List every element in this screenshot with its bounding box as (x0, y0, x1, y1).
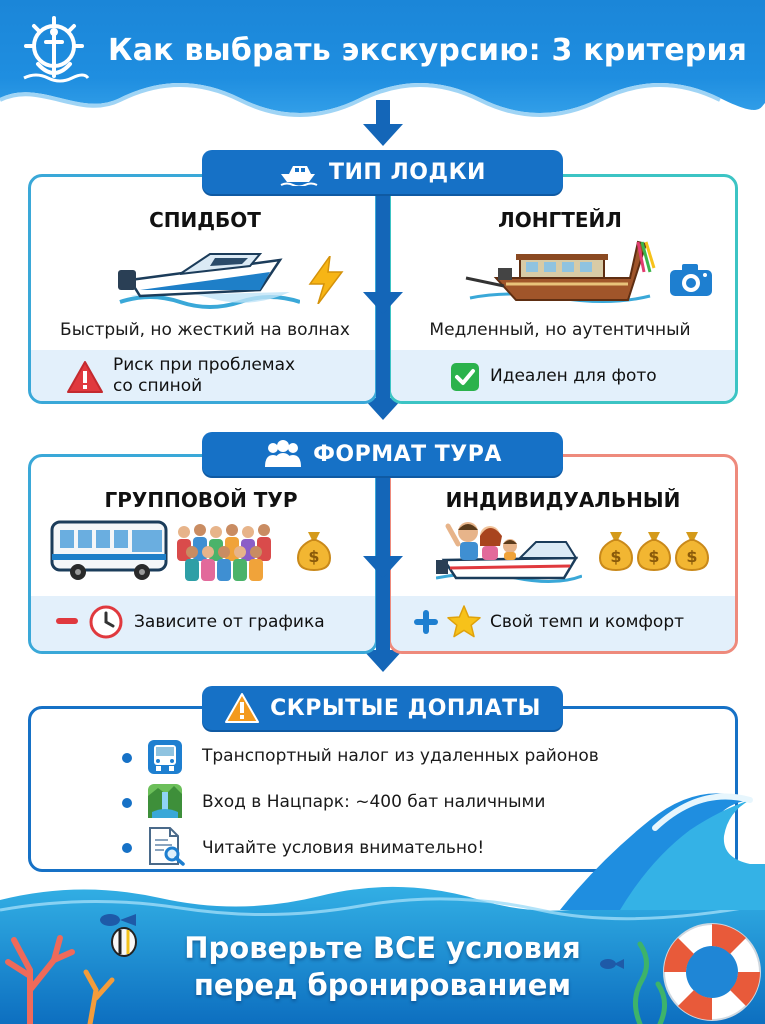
money-bag-icon: $ (296, 532, 332, 572)
fee-item-text: Транспортный налог из удаленных районов (202, 746, 599, 766)
document-search-icon (149, 827, 185, 866)
star-icon (447, 605, 481, 638)
minus-icon (56, 618, 78, 624)
money-bag-icon: $ (636, 532, 672, 572)
private-note-band (391, 596, 735, 651)
bus-illustration (50, 520, 168, 580)
longtail-boat-illustration (465, 240, 656, 304)
group-note: Зависите от графика (134, 612, 325, 632)
private-boat-illustration (436, 522, 582, 584)
ocean-footer (0, 880, 765, 1024)
bus-icon (148, 740, 182, 774)
footer-line-2: перед бронированием (193, 968, 572, 1002)
flow-arrowhead (363, 650, 403, 672)
svg-text:$: $ (610, 547, 621, 566)
group-icon (265, 440, 302, 467)
hidden-fees-card (28, 706, 738, 872)
footer-message: Проверьте ВСЕ условия перед бронирование… (100, 930, 665, 1004)
private-note: Свой темп и комфорт (490, 612, 685, 632)
section-tour-format: ФОРМАТ ТУРА (202, 432, 563, 476)
longtail-note-band (391, 350, 735, 401)
speedboat-description: Быстрый, но жесткий на волнах (60, 320, 350, 340)
fee-item-text: Вход в Нацпарк: ~400 бат наличными (202, 792, 546, 812)
boat-icon (280, 166, 318, 186)
warning-icon (67, 361, 103, 393)
footer-line-1: Проверьте ВСЕ условия (184, 931, 581, 965)
speedboat-illustration (118, 253, 300, 309)
clock-icon (89, 605, 123, 639)
bullet-dot (122, 843, 132, 853)
flow-arrowhead (363, 556, 403, 578)
flow-arrow-shaft (376, 176, 390, 401)
wave-decoration (560, 793, 765, 910)
bullet-dot (122, 753, 132, 763)
ship-wheel-anchor-icon (23, 16, 90, 83)
svg-text:$: $ (686, 547, 697, 566)
flow-arrowhead (363, 398, 403, 420)
private-tour-title: ИНДИВИДУАЛЬНЫЙ (445, 488, 681, 512)
longtail-description: Медленный, но аутентичный (429, 320, 691, 340)
waterfall-park-icon (148, 784, 182, 818)
check-icon (451, 363, 479, 391)
section-boat-type-label: ТИП ЛОДКИ (329, 159, 486, 185)
section-boat-type: ТИП ЛОДКИ (202, 150, 563, 194)
plus-icon (414, 610, 438, 634)
section-hidden-fees-label: СКРЫТЫЕ ДОПЛАТЫ (270, 695, 541, 721)
flow-arrow-shaft (376, 100, 390, 128)
page-title: Как выбрать экскурсию: 3 критерия (108, 33, 748, 68)
money-bag-icon: $ (598, 532, 634, 572)
money-bag-icon: $ (674, 532, 710, 572)
speedboat-title: СПИДБОТ (149, 208, 261, 232)
flow-arrowhead (363, 292, 403, 314)
group-note-band (31, 596, 375, 651)
camera-icon (670, 264, 712, 296)
longtail-title: ЛОНГТЕЙЛ (498, 208, 622, 232)
fee-item-text: Читайте условия внимательно! (202, 838, 485, 858)
longtail-note: Идеален для фото (490, 366, 657, 386)
section-hidden-fees: СКРЫТЫЕ ДОПЛАТЫ (202, 686, 563, 730)
group-tour-title: ГРУППОВОЙ ТУР (104, 488, 298, 512)
svg-text:$: $ (648, 547, 659, 566)
speedboat-note: Риск при проблемах со спиной (113, 355, 296, 396)
flow-arrow-shaft (376, 456, 390, 651)
section-tour-format-label: ФОРМАТ ТУРА (313, 441, 502, 467)
flow-arrowhead (363, 124, 403, 146)
bullet-dot (122, 798, 132, 808)
lightning-icon (308, 256, 344, 304)
crowd-illustration (177, 524, 271, 581)
svg-text:$: $ (308, 547, 319, 566)
warning-icon (225, 693, 260, 723)
